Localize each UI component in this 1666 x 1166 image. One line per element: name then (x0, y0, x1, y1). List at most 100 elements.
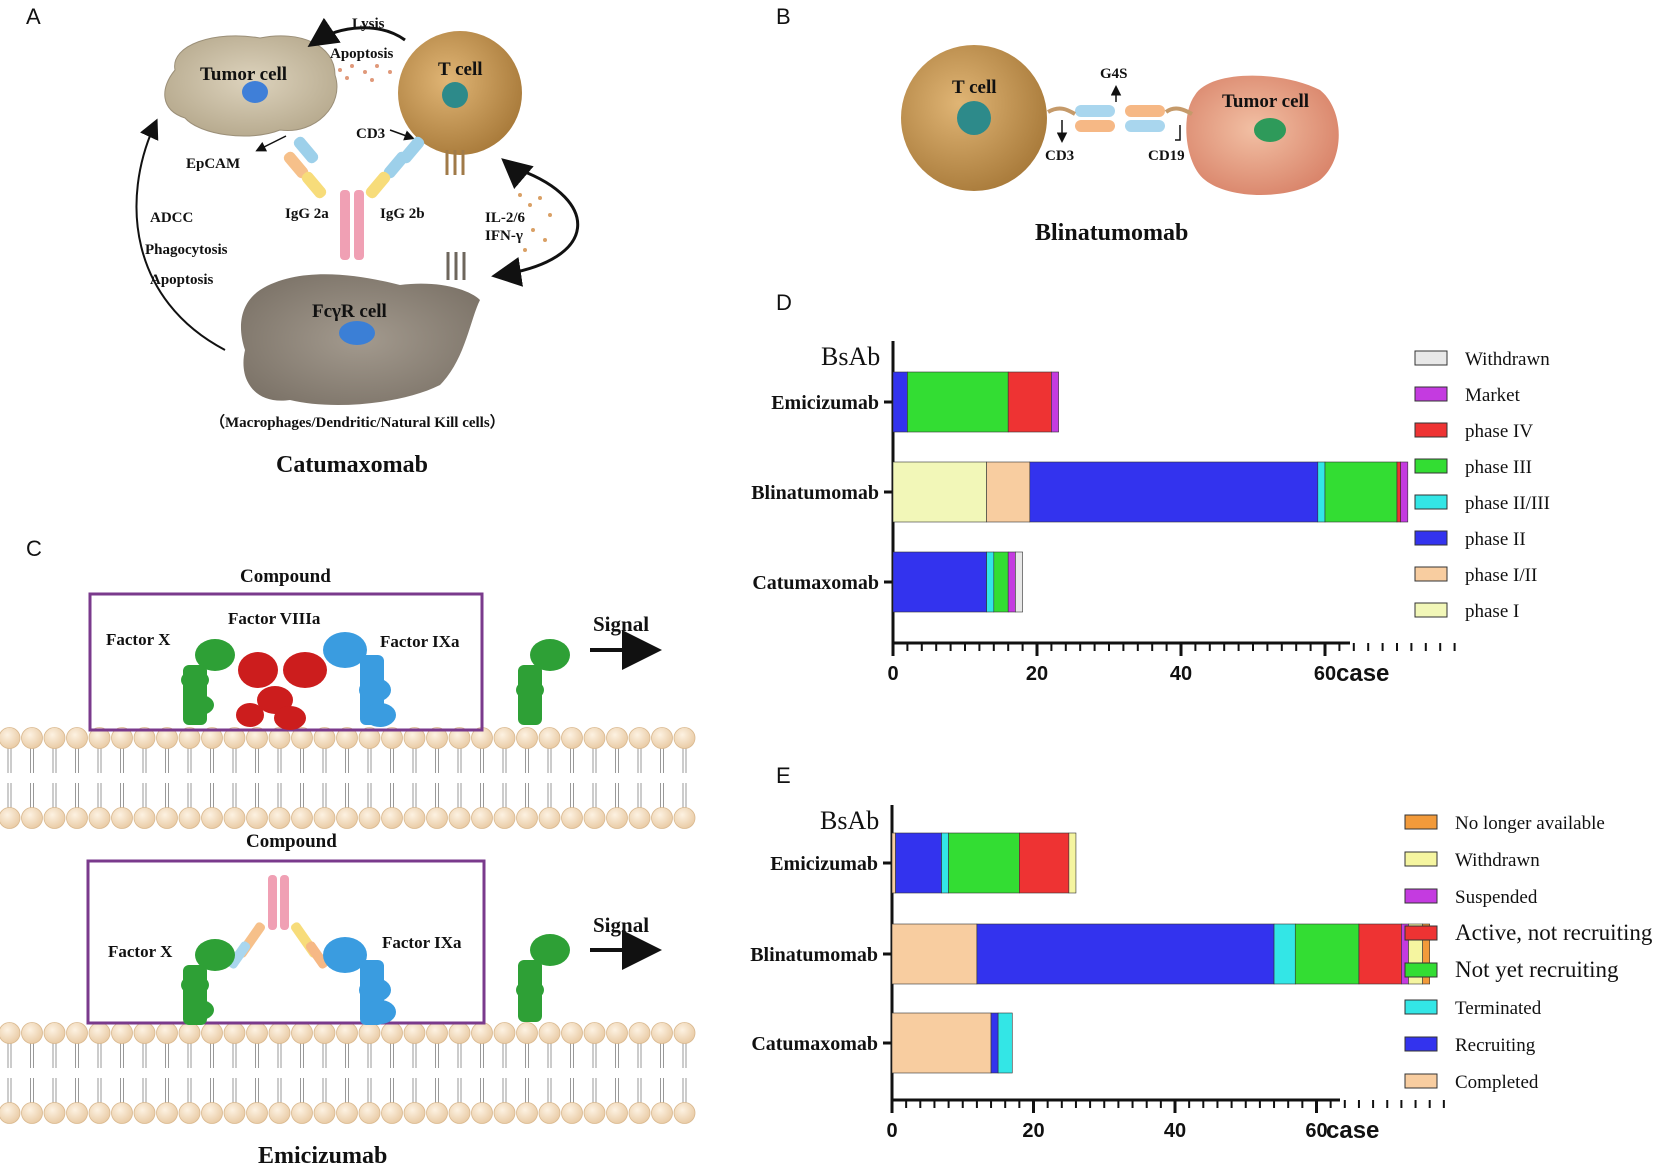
legend-swatch (1404, 1073, 1438, 1089)
panel-letter-c: C (26, 536, 42, 561)
lipid-head (111, 807, 133, 829)
lipid-head (538, 727, 561, 749)
cd3-label-b: CD3 (1045, 148, 1074, 164)
lipid-head (313, 727, 336, 749)
factor-ixa-protein-icon-1 (323, 632, 396, 727)
lipid-head (156, 807, 178, 829)
compound-box-1 (88, 592, 484, 732)
legend-swatch (1414, 422, 1448, 438)
bar-segment (1273, 923, 1296, 985)
legend-swatch (1404, 888, 1438, 904)
lipid-head (358, 1102, 381, 1124)
igg2a-label: IgG 2a (285, 206, 329, 222)
bar-segment (895, 832, 942, 894)
bar-segment (1358, 923, 1402, 985)
lipid-head (628, 1102, 651, 1124)
compound-label-2: Compound (246, 831, 337, 852)
lipid-head (493, 727, 516, 749)
y-axis-label: BsAb (821, 342, 880, 371)
lipid-head (516, 727, 538, 749)
legend-swatch (1414, 350, 1448, 366)
factor-x-label-1: Factor X (106, 630, 171, 649)
lipid-head (448, 807, 471, 829)
epcam-arrow (255, 135, 287, 152)
legend-label: phase IV (1465, 421, 1533, 442)
signal-label-2: Signal (593, 913, 649, 937)
x-tick-label: 40 (1170, 663, 1192, 685)
lipid-head (246, 807, 268, 829)
cytokine-arrow (491, 168, 579, 287)
lipid-head (403, 807, 426, 829)
lipid-head (291, 727, 313, 749)
legend-swatch (1414, 566, 1448, 582)
lipid-head (448, 1102, 471, 1124)
cd3-label-a: CD3 (356, 126, 385, 142)
lipid-head (43, 807, 66, 829)
lipid-head (606, 1022, 628, 1044)
lipid-head (516, 807, 538, 829)
x-axis-label: case (1336, 660, 1389, 687)
lipid-head (156, 1102, 178, 1124)
lipid-head (88, 807, 111, 829)
receptor-protein-icon-1 (516, 639, 570, 725)
lipid-head (43, 1022, 66, 1044)
panel-letter-b: B (776, 4, 791, 29)
t-cell-nucleus-icon-b (957, 101, 991, 135)
x-tick-label: 0 (886, 1120, 897, 1142)
x-tick-label: 0 (887, 663, 898, 685)
lipid-head (201, 1022, 223, 1044)
bar-segment (892, 371, 908, 433)
t-cell-nucleus-icon (442, 82, 468, 108)
t-cell-label-b: T cell (952, 77, 997, 98)
bar-segment (891, 1012, 992, 1074)
lipid-head (673, 807, 696, 829)
factor-x-protein-icon-1 (181, 639, 235, 725)
lipid-head (628, 1022, 651, 1044)
cell-membrane-top (0, 727, 696, 829)
bar-segment (1068, 832, 1077, 894)
x-tick-label: 20 (1026, 663, 1048, 685)
bar-segment (907, 371, 1009, 433)
lipid-head (246, 727, 268, 749)
legend-swatch (1414, 458, 1448, 474)
lipid-head (561, 1022, 583, 1044)
compound-label-1: Compound (240, 566, 331, 587)
x-tick-label: 60 (1314, 663, 1336, 685)
cell-types-label: （Macrophages/Dendritic/Natural Kill cell… (210, 413, 505, 431)
receptor-protein-icon-2 (516, 934, 570, 1022)
lipid-head (381, 1022, 403, 1044)
cd19-label: CD19 (1148, 148, 1185, 164)
bar-segment (976, 923, 1275, 985)
legend-swatch (1404, 814, 1438, 830)
lipid-head (673, 727, 696, 749)
lipid-head (538, 807, 561, 829)
y-axis-label: BsAb (820, 806, 879, 835)
cd19-arrow (1175, 125, 1181, 141)
tumor-nucleus-icon (242, 81, 268, 103)
adcc-label: ADCC (150, 210, 193, 226)
lipid-head (561, 807, 583, 829)
signal-label-1: Signal (593, 612, 649, 636)
lipid-head (426, 807, 448, 829)
cytokine-dots2-icon (518, 193, 552, 252)
x-tick-label: 60 (1305, 1120, 1327, 1142)
lipid-head (0, 727, 21, 749)
apoptosis-label-a2: Apoptosis (150, 272, 214, 288)
lipid-head (246, 1102, 268, 1124)
lipid-head (43, 727, 66, 749)
lipid-head (313, 807, 336, 829)
lipid-head (403, 1022, 426, 1044)
legend-label: phase I (1465, 601, 1519, 622)
lipid-head (381, 727, 403, 749)
t-cell-label-a: T cell (438, 59, 483, 80)
panel-a: A Tumor cell T cell Lysis Apoptosis EpCA… (26, 4, 579, 478)
panel-c: C Compound Factor VIIIa Factor X Factor … (0, 536, 696, 1166)
bar-segment (892, 551, 987, 613)
phagocytosis-label: Phagocytosis (145, 242, 228, 258)
lipid-head (201, 727, 223, 749)
apoptosis-label-a: Apoptosis (330, 46, 394, 62)
bar-segment (1396, 461, 1401, 523)
lipid-head (538, 1022, 561, 1044)
category-label: Emicizumab (770, 853, 878, 875)
lipid-head (448, 727, 471, 749)
